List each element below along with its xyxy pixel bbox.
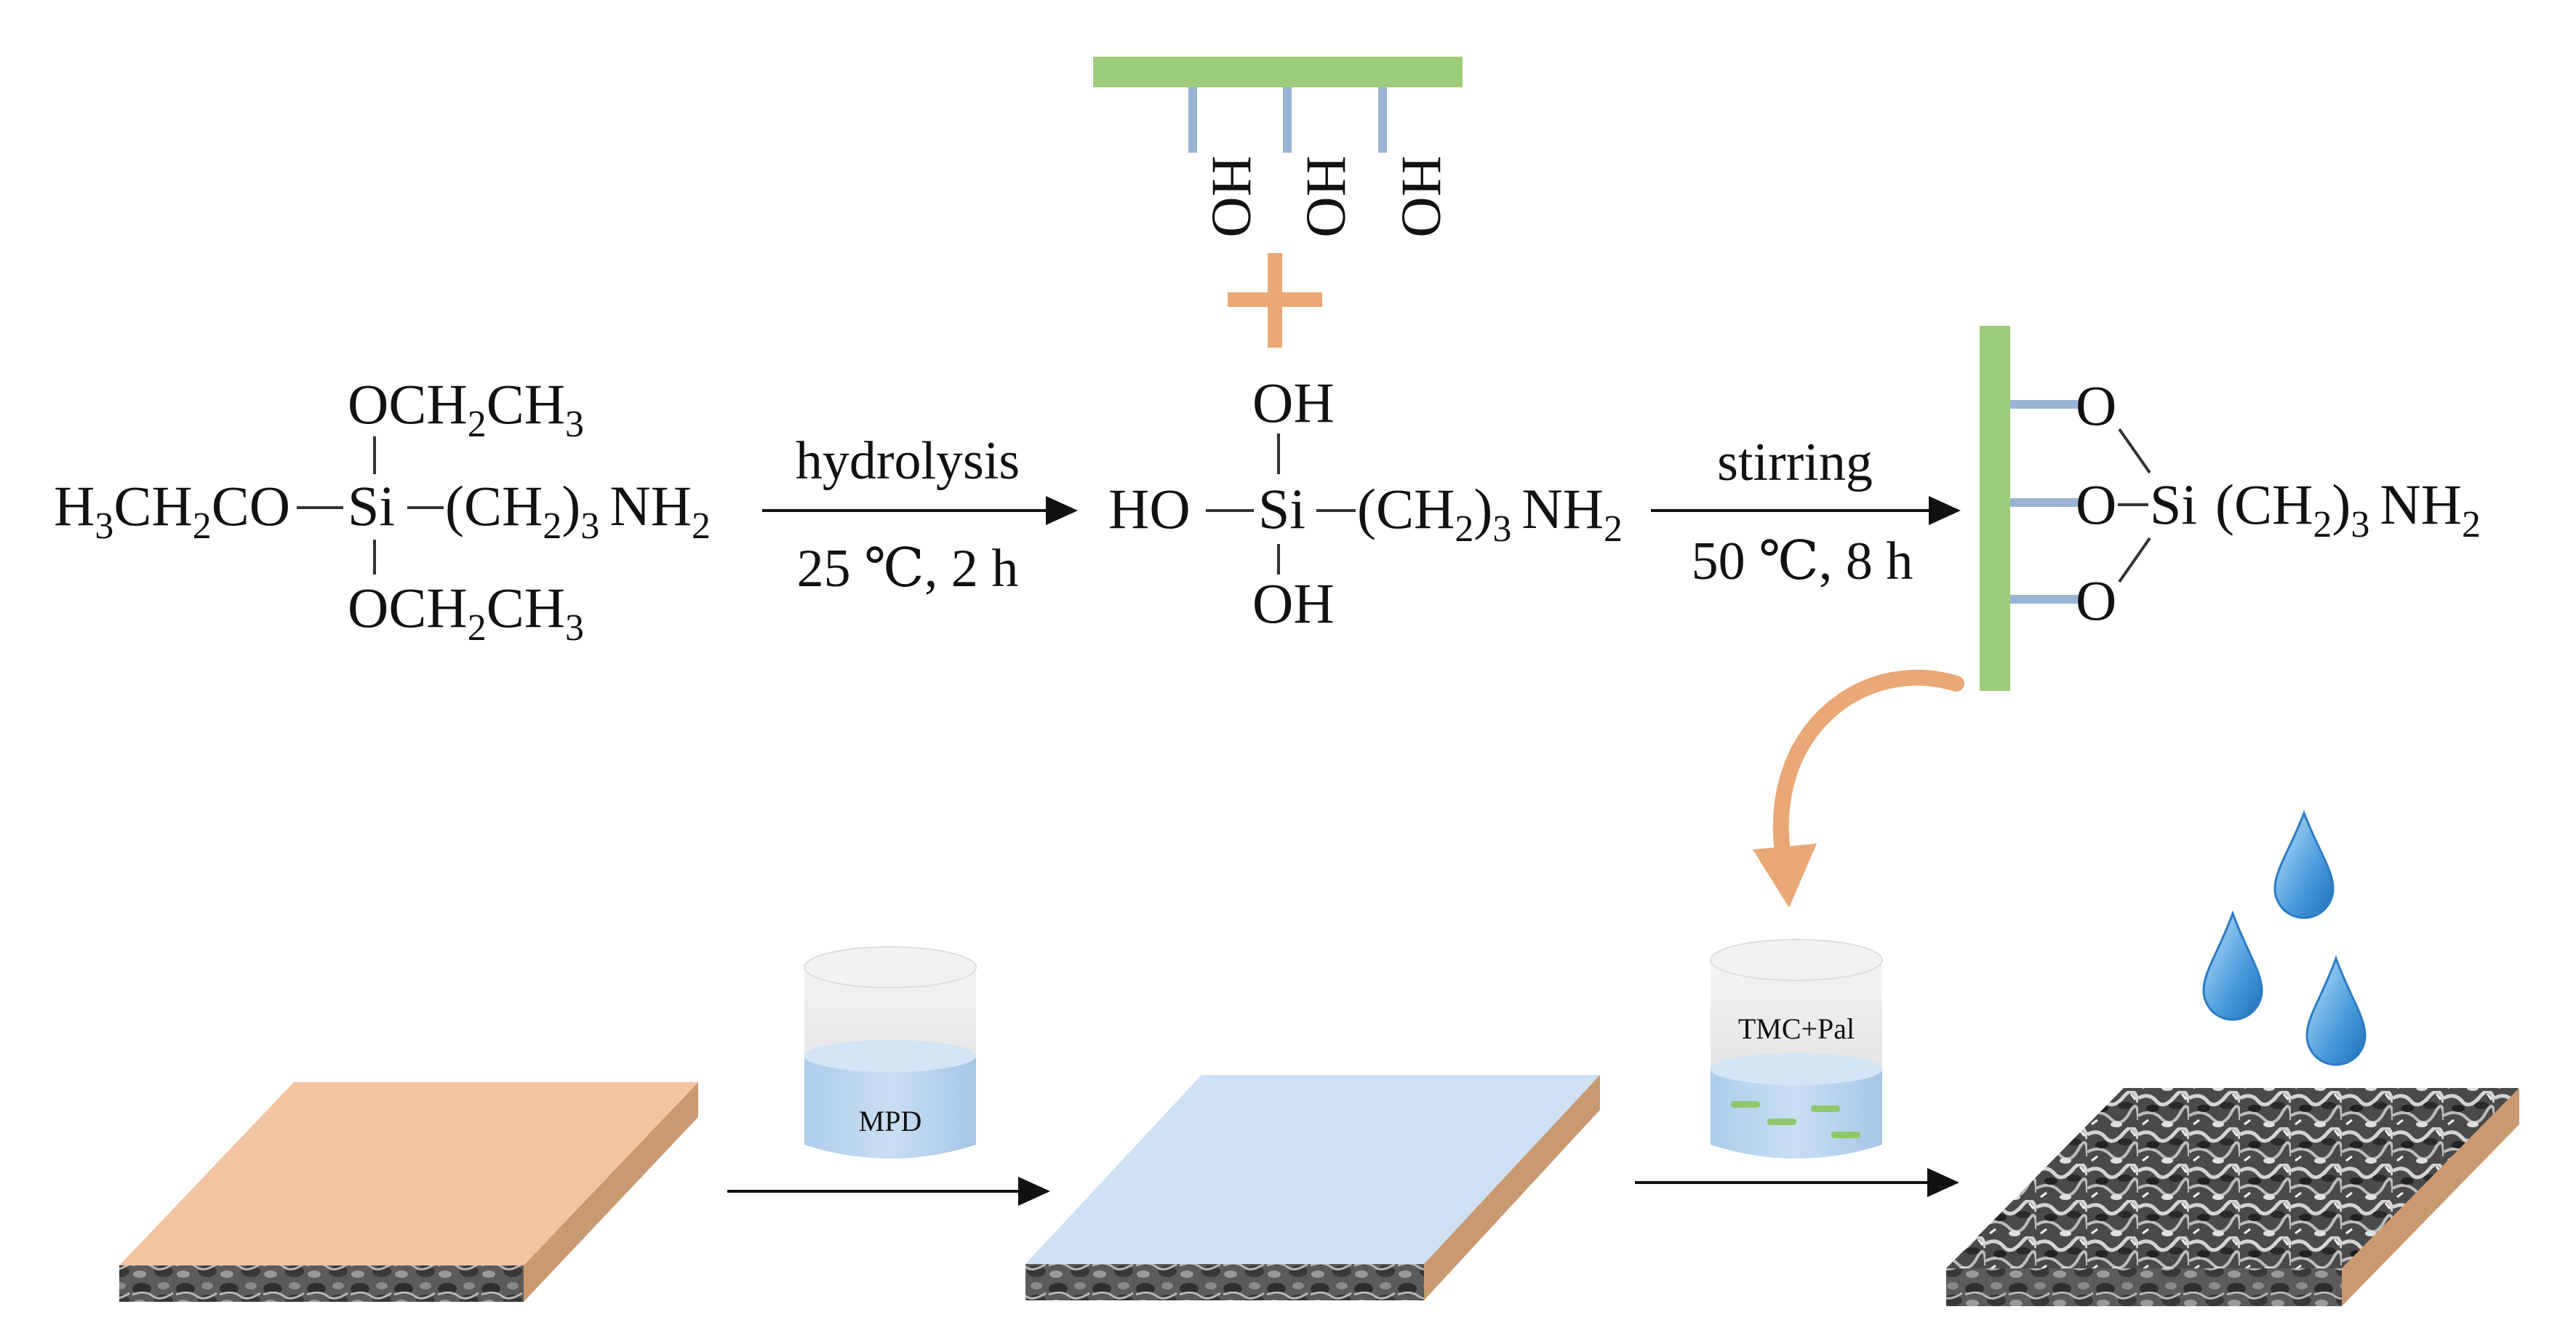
product-oxygen: O xyxy=(2076,569,2116,632)
product-oxygen: O xyxy=(2076,473,2116,536)
aptes-left-ethoxy: H3CH2CO xyxy=(54,474,290,547)
product-bond-upper xyxy=(2118,428,2151,474)
substrate-porous-cross-section xyxy=(119,1265,524,1302)
plus-sign xyxy=(1228,253,1322,348)
stirring-step: stirring 50 ℃, 8 h xyxy=(1651,433,1961,591)
coated-substrate-right-side xyxy=(1424,1075,1600,1300)
membrane-right-side xyxy=(2342,1088,2519,1306)
pal-particle xyxy=(1831,1132,1860,1138)
hydrolysis-label: hydrolysis xyxy=(796,431,1020,491)
hydroxyl-link-line xyxy=(1188,87,1197,153)
filler-hydroxyl-label: HO xyxy=(1295,156,1359,238)
aptes-top-ethoxy: OCH2CH3 xyxy=(348,372,584,445)
product-filler-bar xyxy=(1980,326,2010,691)
stirring-label: stirring xyxy=(1717,433,1873,492)
mpd-beaker: MPD xyxy=(804,946,977,1159)
pal-particle xyxy=(1767,1119,1796,1125)
aptes-silicon: Si xyxy=(348,474,395,537)
water-drop-icon xyxy=(2202,910,2263,1021)
final-composite-membrane xyxy=(1946,1088,2519,1306)
filler-hydroxyl-label: HO xyxy=(1391,156,1454,238)
substrate-top-face xyxy=(119,1082,698,1265)
tmc-pal-label: TMC+Pal xyxy=(1738,1012,1855,1045)
hydrolysis-step: hydrolysis 25 ℃, 2 h xyxy=(762,431,1078,599)
pal-filler-with-hydroxyls: HO HO HO xyxy=(1093,57,1463,238)
product-silicon: Si xyxy=(2150,473,2197,536)
water-drops xyxy=(2202,809,2367,1066)
coated-substrate-porous-cross-section xyxy=(1025,1264,1424,1300)
mpd-step: MPD xyxy=(727,946,1050,1206)
product-link-line xyxy=(2010,595,2083,604)
tmc-pal-step: TMC+Pal xyxy=(1635,939,1959,1197)
silanol-top-hydroxyl: OH xyxy=(1252,371,1335,434)
hydrolysis-conditions: 25 ℃, 2 h xyxy=(797,539,1019,599)
silanol-left-hydroxyl: HO xyxy=(1108,477,1191,540)
silanol-bottom-hydroxyl: OH xyxy=(1252,572,1335,635)
tmc-pal-beaker: TMC+Pal xyxy=(1710,939,1883,1159)
product-bond-lower xyxy=(2118,537,2151,583)
mpd-coated-substrate xyxy=(1025,1075,1600,1300)
filler-hydroxyl-label: HO xyxy=(1201,156,1264,238)
mpd-label: MPD xyxy=(859,1105,922,1137)
product-link-line xyxy=(2010,400,2083,409)
pal-filler-bar xyxy=(1093,57,1463,87)
silanol-silicon: Si xyxy=(1258,477,1305,540)
pal-particle xyxy=(1811,1105,1840,1112)
coated-substrate-top-face xyxy=(1025,1075,1600,1264)
substrate-right-side xyxy=(524,1082,698,1302)
curved-transfer-arrow xyxy=(1753,669,1964,908)
water-drop-icon xyxy=(2273,809,2335,919)
product-oxygen: O xyxy=(2076,374,2116,437)
product-link-line xyxy=(2010,498,2083,507)
porous-substrate xyxy=(119,1082,698,1302)
hydroxyl-link-line xyxy=(1283,87,1292,153)
membrane-top-face xyxy=(1946,1088,2519,1268)
pal-particle xyxy=(1731,1101,1760,1108)
aptes-bottom-ethoxy: OCH2CH3 xyxy=(348,576,584,649)
hydroxyl-link-line xyxy=(1378,87,1387,153)
stirring-conditions: 50 ℃, 8 h xyxy=(1692,532,1913,591)
filler-hydroxyl-links xyxy=(1188,87,1387,153)
water-drop-icon xyxy=(2305,955,2367,1066)
membrane-porous-cross-section xyxy=(1946,1268,2342,1306)
